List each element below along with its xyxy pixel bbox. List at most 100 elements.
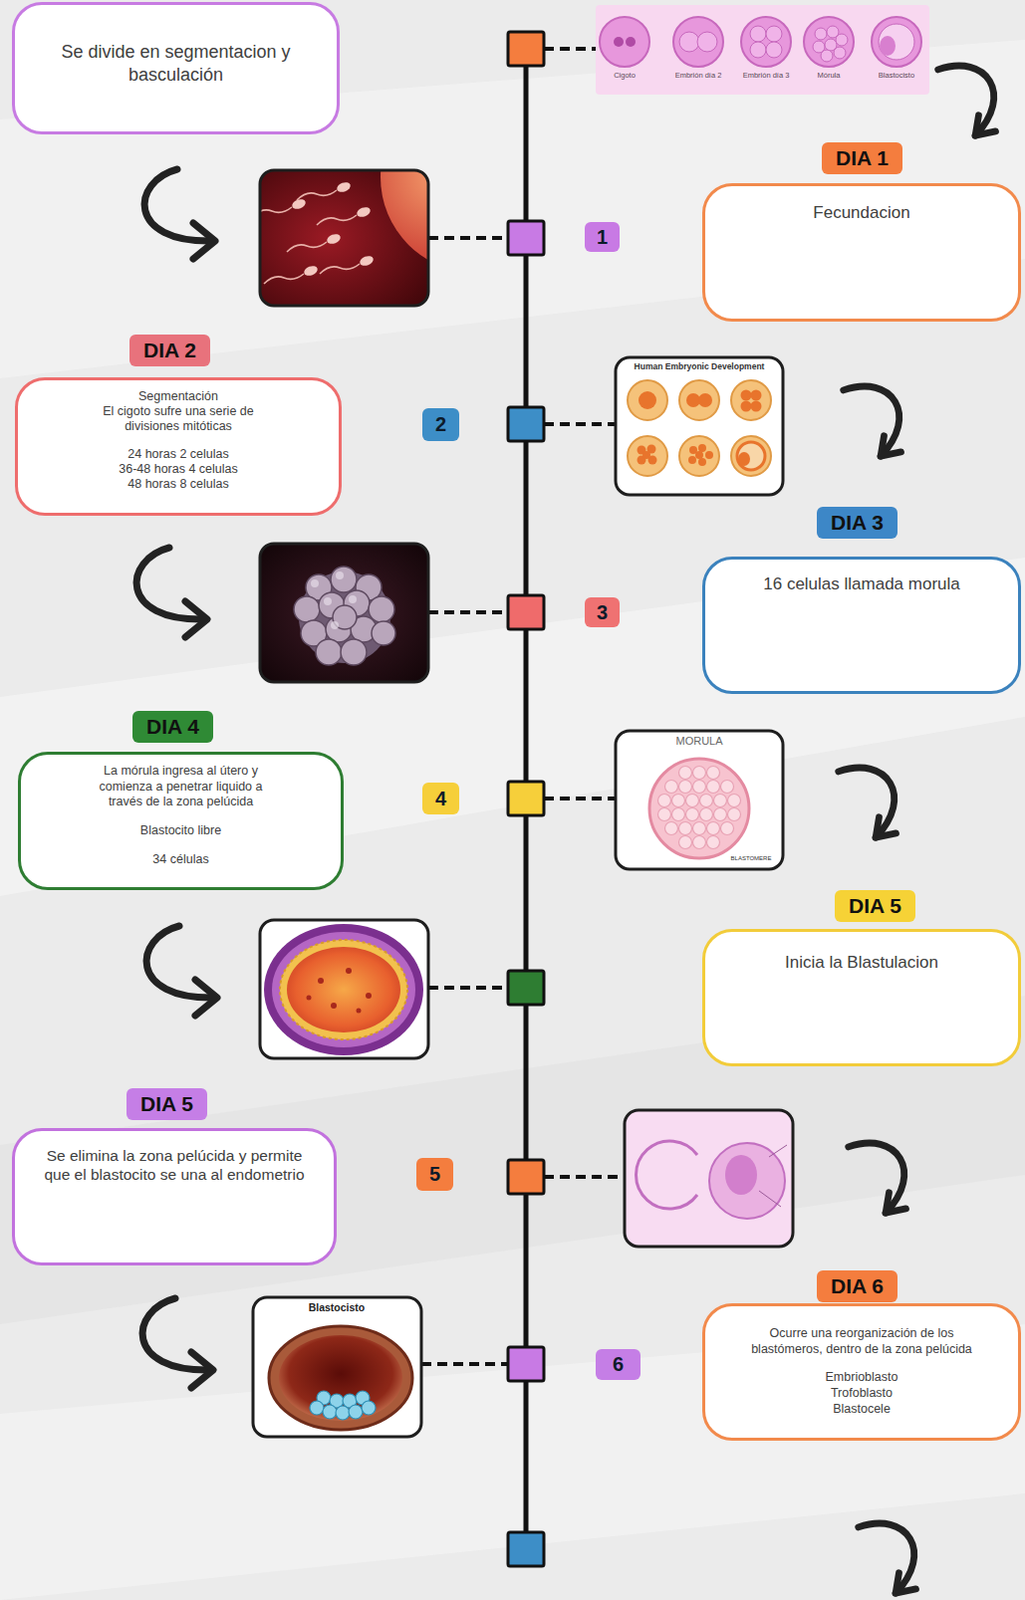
morula-render-image: [371, 621, 396, 646]
callout-number: 1: [584, 222, 620, 253]
morula-diagram-image: [714, 794, 728, 808]
morula-render-image: [293, 566, 396, 666]
timeline-marker: [508, 1347, 544, 1382]
morula-render-image: [348, 595, 357, 604]
image-caption: MORULA: [649, 735, 750, 749]
image-caption: BLASTOMERE: [724, 855, 778, 863]
box-body: Fecundacion: [705, 186, 1019, 231]
image-caption: Embrión día 3: [740, 70, 792, 80]
development-grid-image: [686, 393, 701, 408]
box-text: 16 celulas llamada morula: [722, 573, 1002, 596]
morula-render-image: [330, 621, 339, 630]
blastocyst-diagram-image: [348, 1405, 363, 1420]
blastocyst-zona-image: [286, 947, 401, 1033]
blastocyst-zona-image: [306, 996, 312, 1002]
callout-number: 5: [416, 1158, 454, 1192]
morula-diagram-image: [693, 836, 707, 850]
morula-diagram-image: [700, 794, 714, 808]
box-text: Embrioblasto: [737, 1370, 987, 1387]
timeline-marker: [508, 971, 544, 1006]
blastocyst-zona-image: [263, 924, 424, 1056]
timeline-box: DIA 2SegmentaciónEl cigoto sufre una ser…: [14, 377, 342, 516]
dashed-leader: [428, 986, 509, 991]
day-tag: DIA 3: [816, 507, 898, 539]
development-grid-image: [679, 380, 720, 421]
curved-arrow: [146, 926, 218, 1017]
morula-diagram-image: [649, 759, 750, 859]
morula-diagram-image: [686, 794, 700, 808]
timeline-box: DIA 1Fecundacion: [702, 183, 1022, 322]
box-text: Fecundacion: [722, 202, 1002, 225]
dashed-leader: [543, 796, 616, 801]
development-grid-image: [615, 357, 783, 496]
hatching-image: [725, 1155, 758, 1196]
dashed-leader: [428, 236, 509, 241]
morula-render-image: [259, 543, 429, 683]
box-text: Trofoblasto: [737, 1386, 987, 1403]
blastocyst-zona-image: [306, 968, 373, 1015]
blastocyst-zona-image: [317, 978, 324, 985]
morula-render-image: [259, 543, 429, 683]
timeline-marker: [508, 1160, 544, 1195]
box-text: 24 horas 2 celulas: [81, 447, 276, 463]
morula-diagram-image: [679, 780, 693, 794]
dashed-leader: [543, 46, 596, 51]
embryo-stage-strip: [833, 46, 846, 59]
box-text: 48 horas 8 celulas: [81, 477, 276, 493]
box-text: Se elimina la zona pelúcida y permite qu…: [38, 1146, 310, 1186]
timeline-marker: [508, 1533, 544, 1567]
blastocyst-diagram-image: [335, 1406, 350, 1421]
morula-diagram-image: [658, 794, 672, 808]
morula-diagram-image: [721, 780, 735, 794]
blastocyst-zona-image: [279, 940, 408, 1040]
timeline-box: DIA 316 celulas llamada morula: [702, 556, 1022, 695]
box-text: Segmentación: [81, 389, 276, 405]
curved-arrow: [144, 169, 216, 259]
morula-diagram-image: [615, 731, 783, 870]
morula-render-image: [315, 639, 342, 666]
embryo-stage-strip: [879, 35, 896, 56]
day-tag: DIA 1: [821, 142, 903, 175]
development-grid-image: [615, 357, 783, 496]
box-body: La mórula ingresa al útero y comienza a …: [20, 755, 341, 874]
curved-arrow: [838, 768, 897, 838]
embryo-stage-strip: [625, 36, 636, 47]
box-text: Se divide en segmentacion y basculación: [42, 40, 310, 88]
morula-diagram-image: [728, 794, 742, 808]
box-text: 36-48 horas 4 celulas: [81, 462, 276, 478]
blastocyst-zona-image: [259, 920, 429, 1059]
development-grid-image: [638, 391, 657, 410]
curved-arrow: [858, 1524, 917, 1594]
morula-render-image: [259, 543, 429, 683]
timeline-box: DIA 4La mórula ingresa al útero y comien…: [17, 752, 344, 891]
embryo-stage-strip: [679, 31, 700, 52]
fertilization-image: [286, 242, 327, 253]
development-grid-image: [737, 442, 766, 471]
morula-diagram-image: [679, 836, 693, 850]
hatching-image: [759, 1191, 781, 1208]
morula-diagram-image: [693, 767, 707, 780]
morula-render-image: [323, 597, 332, 606]
morula-diagram-image: [658, 808, 672, 822]
box-text: Blastocele: [737, 1402, 987, 1419]
development-grid-image: [731, 436, 771, 477]
fertilization-image: [296, 190, 337, 201]
morula-diagram-image: [686, 808, 700, 822]
development-grid-image: [698, 458, 707, 467]
fertilization-image: [259, 170, 429, 306]
box-body: Se divide en segmentacion y basculación: [14, 4, 337, 94]
timeline-marker: [508, 595, 544, 630]
day-tag: DIA 4: [132, 711, 214, 744]
fertilization-image: [319, 263, 360, 274]
box-body: SegmentaciónEl cigoto sufre una serie de…: [17, 380, 339, 499]
embryo-stage-strip: [835, 33, 848, 46]
development-grid-image: [751, 401, 763, 413]
blastocyst-diagram-image: [253, 1297, 422, 1438]
image-caption: Human Embryonic Development: [617, 361, 781, 372]
fertilization-image: [302, 263, 319, 277]
timeline-box: Se divide en segmentacion y basculación: [11, 1, 340, 135]
day-tag: DIA 5: [834, 890, 916, 923]
blastocyst-diagram-image: [361, 1401, 376, 1416]
